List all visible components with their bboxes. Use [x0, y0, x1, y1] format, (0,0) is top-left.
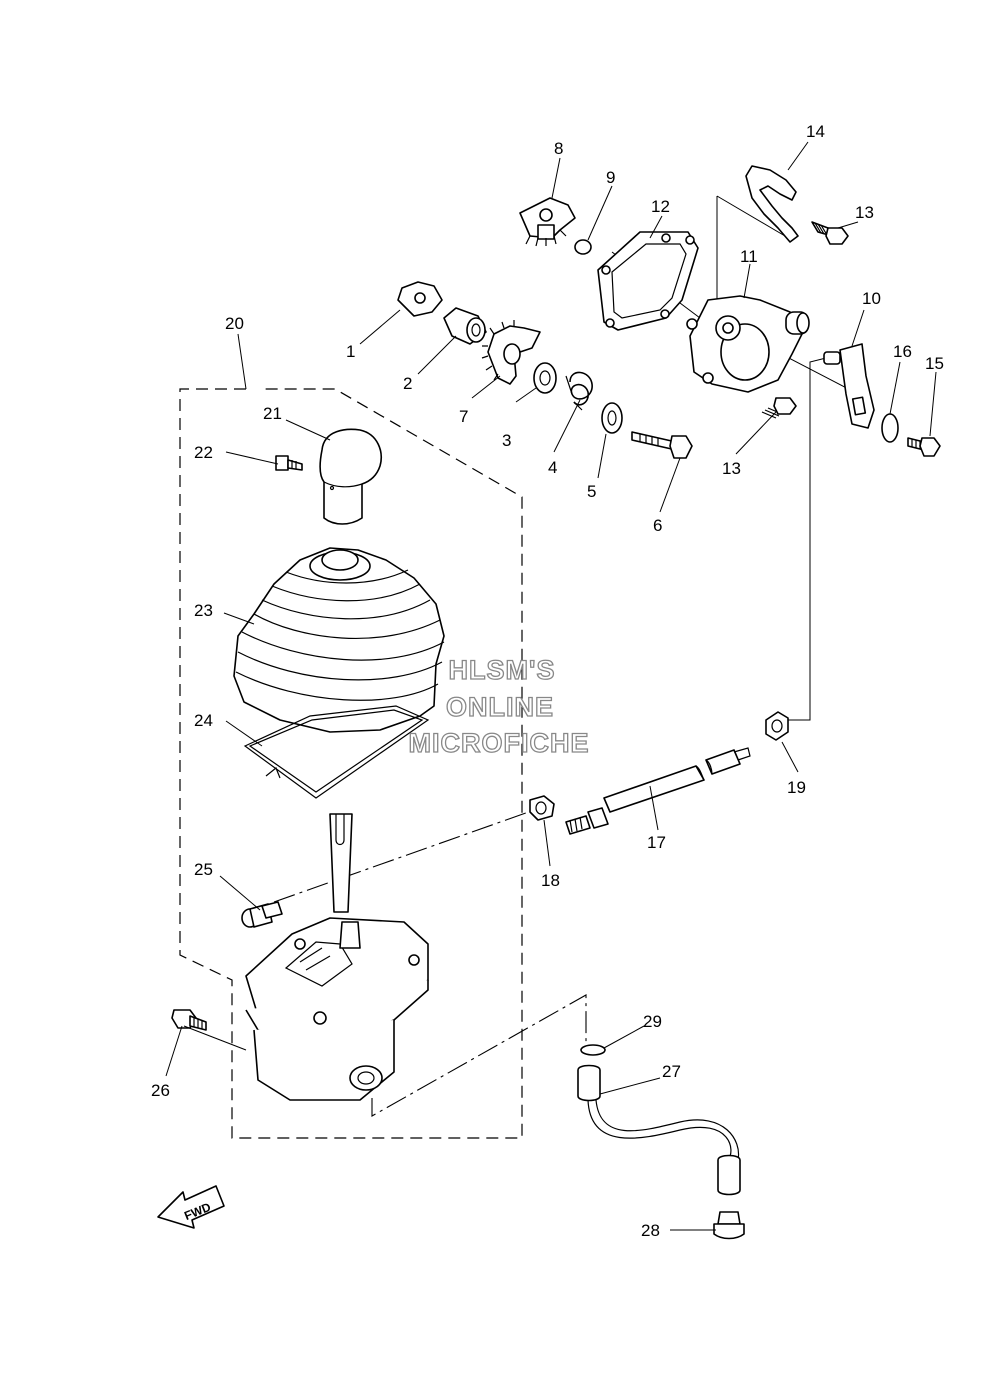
part-24-frame: [243, 705, 430, 799]
label-part-14: 14: [806, 122, 825, 141]
label-part-4: 4: [548, 458, 557, 477]
part-14-clip: [745, 165, 799, 243]
part-27-hose: [577, 1064, 741, 1196]
label-part-17: 17: [647, 833, 666, 852]
label-part-16: 16: [893, 342, 912, 361]
part-23-boot: [233, 547, 445, 733]
part-10-lever: [823, 343, 875, 429]
label-part-8: 8: [554, 139, 563, 158]
part-4-spring: [565, 371, 593, 411]
label-part-19: 19: [787, 778, 806, 797]
part-7-gear: [481, 320, 541, 385]
label-part-13-upper: 13: [855, 203, 874, 222]
part-17-rod: [565, 747, 751, 835]
label-part-10: 10: [862, 289, 881, 308]
part-base-housing: [245, 917, 429, 1101]
leader-lines: [165, 141, 937, 1231]
label-part-3: 3: [502, 431, 511, 450]
part-13-bolt-lower: [761, 397, 797, 419]
label-part-12: 12: [651, 197, 670, 216]
label-part-21: 21: [263, 404, 282, 423]
part-19-nut: [765, 711, 789, 741]
part-11-housing: [686, 295, 810, 393]
part-21-knob: [319, 428, 382, 525]
part-2-bushing: [443, 307, 487, 345]
label-part-6: 6: [653, 516, 662, 535]
part-26-bolt: [171, 1009, 207, 1031]
part-25-fitting: [241, 901, 283, 928]
label-part-11: 11: [740, 247, 758, 266]
part-13-bolt-upper: [811, 221, 849, 245]
assembly-20-outline: [179, 388, 523, 1139]
watermark-line-2: ONLINE: [446, 692, 554, 722]
part-5-washer: [601, 402, 623, 434]
label-part-20: 20: [225, 314, 244, 333]
label-part-22: 22: [194, 443, 213, 462]
label-part-5: 5: [587, 482, 596, 501]
label-part-7: 7: [459, 407, 468, 426]
fwd-arrow-icon: FWD: [157, 1185, 225, 1229]
watermark-line-3: MICROFICHE: [409, 728, 590, 758]
label-part-13-lower: 13: [722, 459, 741, 478]
watermark-line-1: HLSM'S: [449, 655, 556, 685]
part-22-screw: [275, 455, 303, 471]
label-part-9: 9: [606, 168, 615, 187]
part-29-clamp: [580, 1044, 606, 1056]
part-28-plug: [713, 1211, 745, 1240]
part-3-washer-hole: [539, 370, 551, 386]
label-part-23: 23: [194, 601, 213, 620]
part-16-washer: [881, 413, 899, 443]
centerline-housing-lower: [371, 994, 587, 1117]
label-part-2: 2: [403, 374, 412, 393]
label-part-15: 15: [925, 354, 944, 373]
part-3-washer: [533, 362, 557, 394]
label-part-24: 24: [194, 711, 213, 730]
label-part-18: 18: [541, 871, 560, 890]
part-9-oring: [574, 239, 592, 255]
part-24-tab: [265, 767, 281, 779]
part-5-washer-hole: [607, 410, 617, 426]
label-part-25: 25: [194, 860, 213, 879]
label-part-28: 28: [641, 1221, 660, 1240]
reference-labels: 1 2 3 4 5 6 7 8 9 10 11 12 13 13 14 15 1…: [151, 122, 944, 1240]
centerline-cable-right: [785, 357, 827, 721]
part-18-nut: [529, 795, 555, 821]
label-part-29: 29: [643, 1012, 662, 1031]
label-part-27: 27: [662, 1062, 681, 1081]
part-shift-lever: [329, 813, 353, 913]
centerline-cable-left: [273, 807, 541, 903]
part-1-cam: [397, 281, 443, 317]
label-part-1: 1: [346, 342, 355, 361]
label-part-26: 26: [151, 1081, 170, 1100]
part-6-bolt: [631, 431, 693, 459]
part-15-bolt: [907, 437, 941, 457]
part-12-gasket: [597, 231, 699, 331]
part-8-switch: [519, 197, 576, 247]
